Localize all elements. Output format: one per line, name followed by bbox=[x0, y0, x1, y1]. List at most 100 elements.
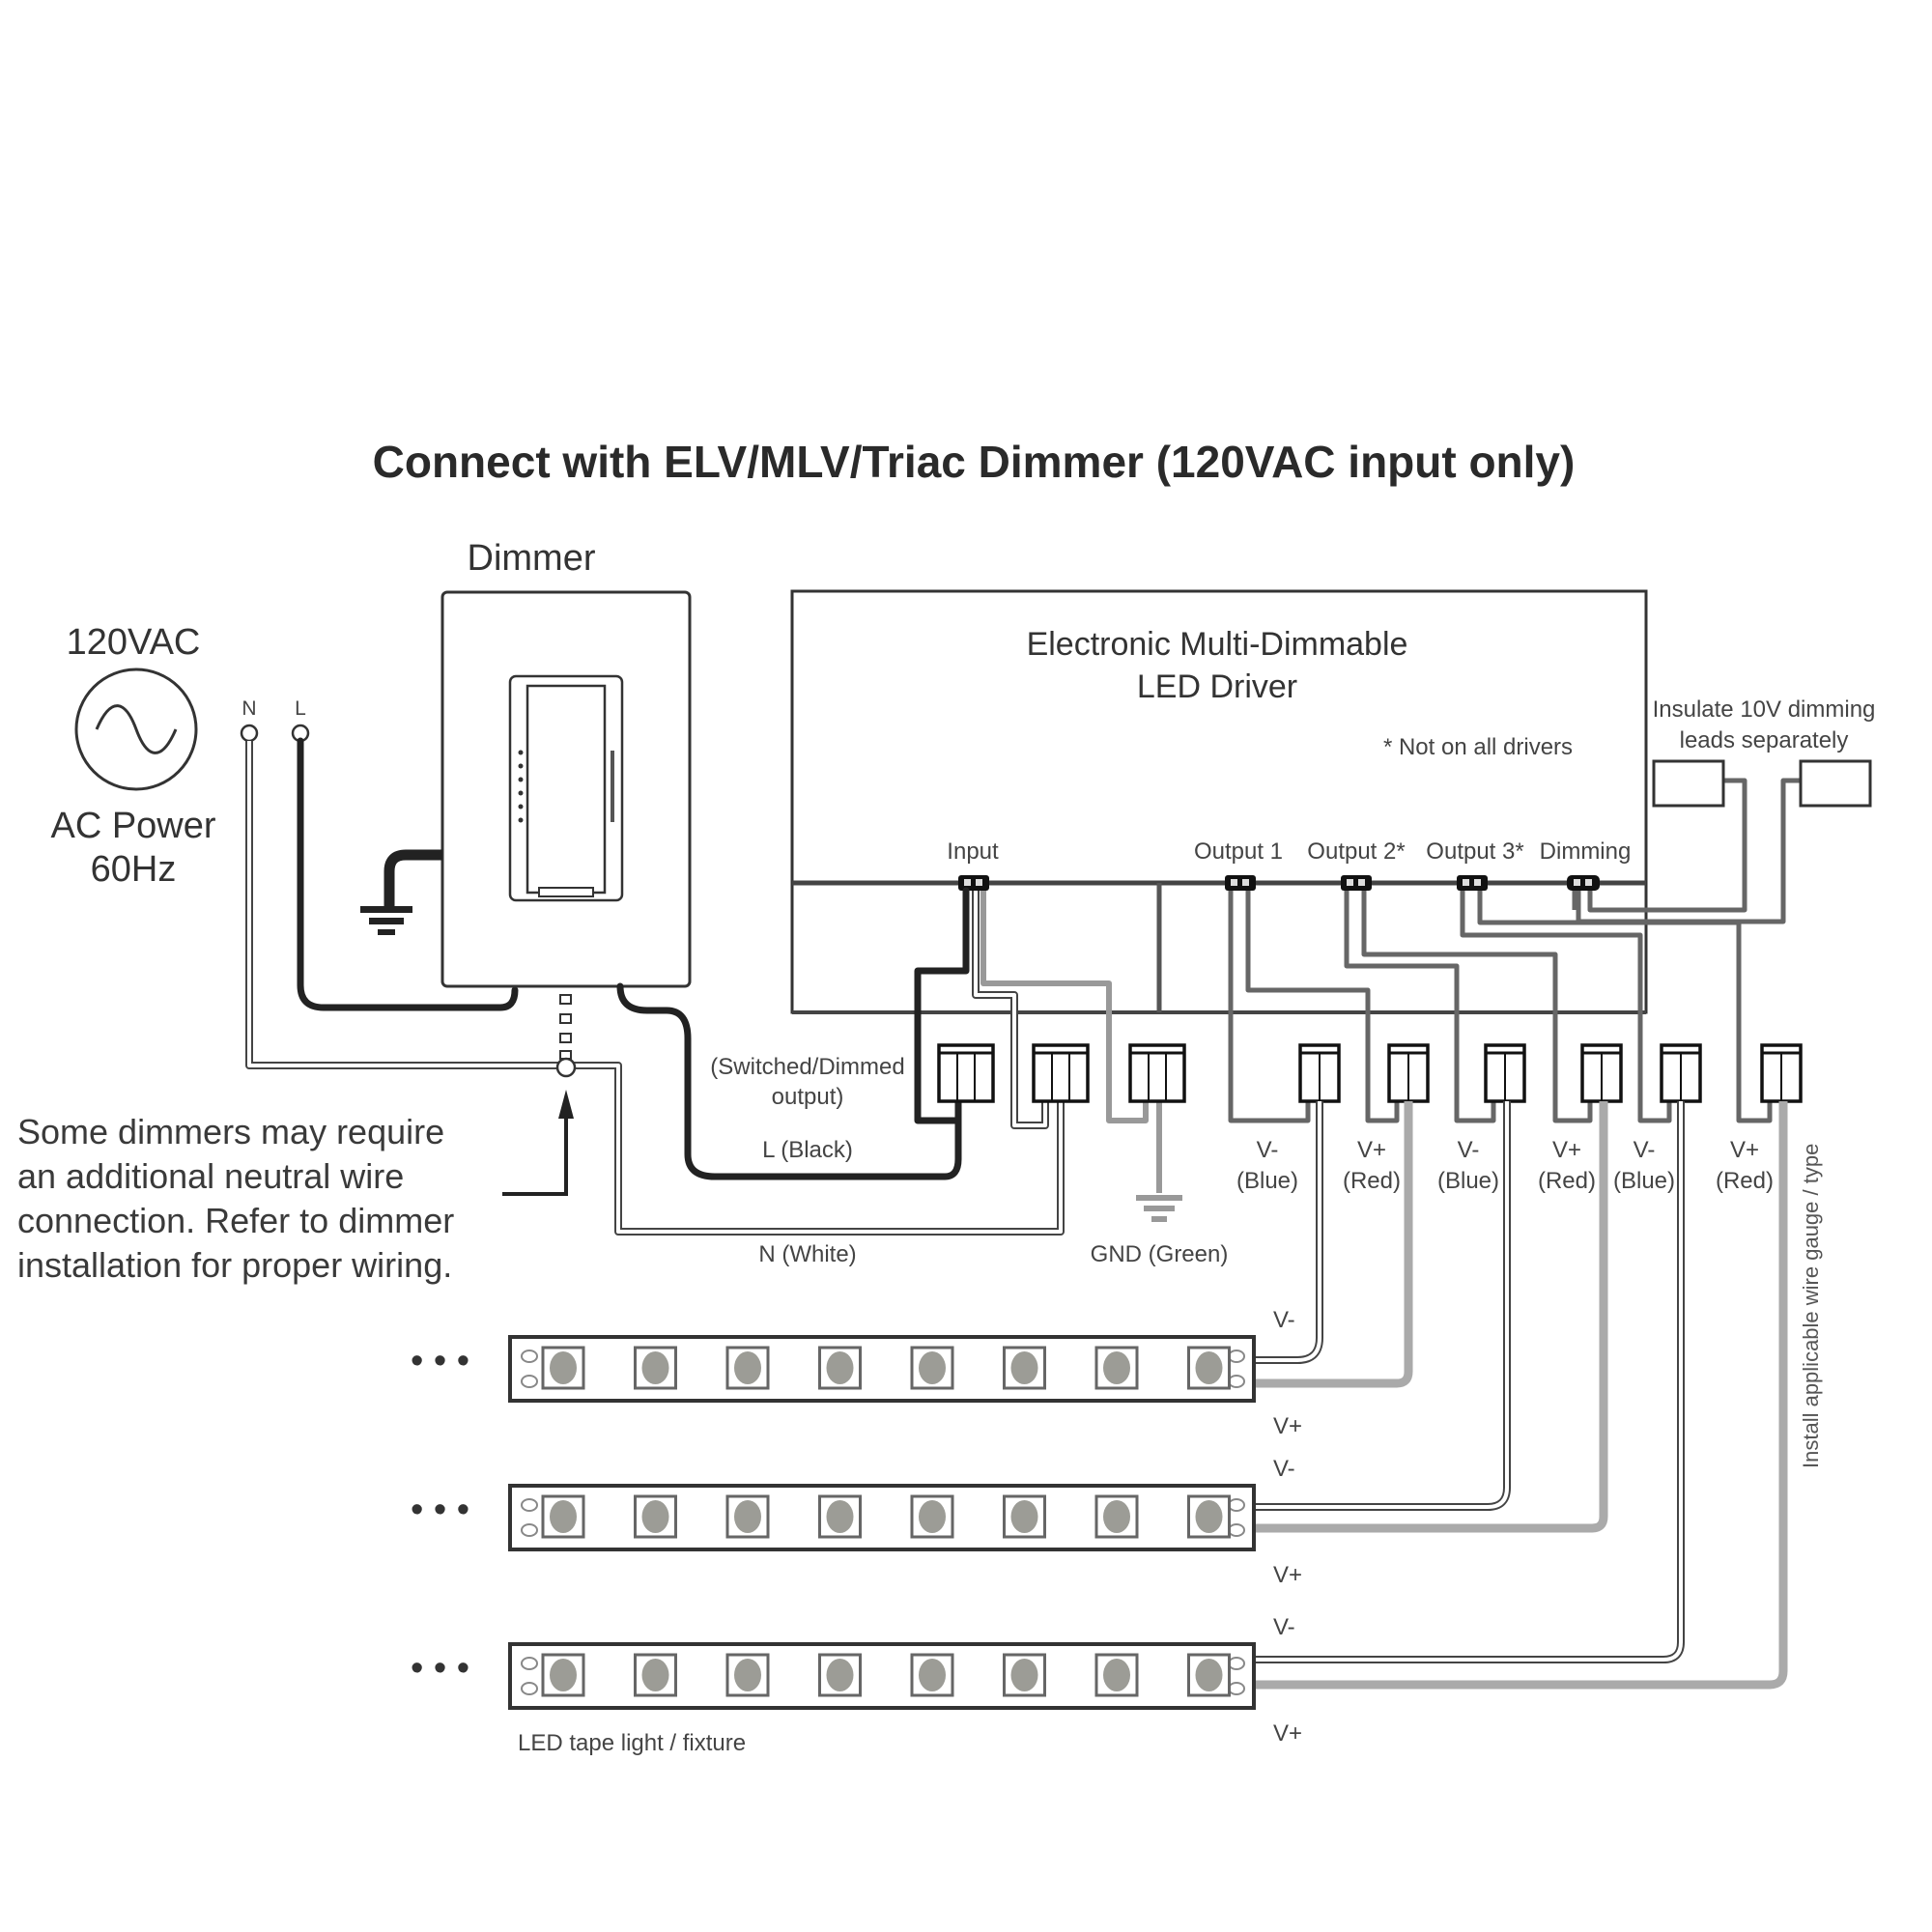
dimmer-rocker-base bbox=[538, 887, 594, 897]
neutral-note-line-1: Some dimmers may require bbox=[17, 1112, 444, 1151]
led-chip bbox=[541, 1653, 585, 1697]
led-chip bbox=[1003, 1346, 1046, 1390]
led-chip bbox=[634, 1346, 677, 1390]
led-chip bbox=[541, 1346, 585, 1390]
solder-pad bbox=[1228, 1498, 1245, 1512]
port-output-2-connector bbox=[1341, 875, 1372, 891]
led-strip: • • •V-V+ bbox=[411, 1307, 1302, 1439]
output-polarity-label: V- bbox=[1257, 1137, 1279, 1163]
line-wire-to-dimmer bbox=[297, 737, 519, 1011]
switched-output-label-1: (Switched/Dimmed bbox=[710, 1054, 904, 1080]
led-strip-caption: LED tape light / fixture bbox=[518, 1730, 746, 1756]
dimming-lead-cap-1 bbox=[1652, 759, 1725, 808]
led-chip bbox=[910, 1653, 954, 1697]
port-label-dimming: Dimming bbox=[1540, 838, 1632, 865]
solder-pad bbox=[521, 1682, 538, 1695]
strip-negative-label: V- bbox=[1273, 1456, 1295, 1482]
led-chip bbox=[910, 1494, 954, 1539]
led-chip bbox=[910, 1346, 954, 1390]
switched-line-wire bbox=[616, 982, 962, 1180]
port-label-output-2: Output 2* bbox=[1307, 838, 1405, 865]
led-chip bbox=[1003, 1653, 1046, 1697]
led-chip bbox=[1187, 1346, 1231, 1390]
output-terminal-block bbox=[1660, 1043, 1702, 1103]
strip-negative-label: V- bbox=[1273, 1614, 1295, 1640]
dimming-note-line-2: leads separately bbox=[1680, 727, 1849, 753]
output-polarity-label: V+ bbox=[1730, 1137, 1759, 1163]
led-chip bbox=[725, 1653, 770, 1697]
port-label-input: Input bbox=[947, 838, 999, 865]
led-chip bbox=[634, 1494, 677, 1539]
neutral-terminal-block bbox=[1032, 1043, 1090, 1103]
solder-pad bbox=[1228, 1657, 1245, 1670]
dimming-leads: Insulate 10V dimming leads separately bbox=[1572, 696, 1876, 924]
solder-pad bbox=[1228, 1350, 1245, 1363]
dimmer: Dimmer bbox=[360, 538, 692, 1078]
led-strip: • • • V- V+ bbox=[411, 1456, 1302, 1588]
strip-3-wires bbox=[1254, 1101, 1788, 1690]
port-output-3-connector bbox=[1457, 875, 1488, 891]
output-color-label: (Red) bbox=[1343, 1168, 1401, 1194]
led-chip bbox=[725, 1346, 770, 1390]
driver-title-line-2: LED Driver bbox=[1137, 668, 1297, 705]
continuation-dots: • • • bbox=[411, 1490, 469, 1530]
output-terminal-blocks bbox=[1298, 1043, 1803, 1103]
neutral-wire bbox=[245, 741, 1065, 1236]
port-label-output-3: Output 3* bbox=[1426, 838, 1523, 865]
ground-green-label: GND (Green) bbox=[1091, 1241, 1229, 1267]
wire-gauge-note: Install applicable wire gauge / type bbox=[1799, 1144, 1823, 1468]
output-terminal-block bbox=[1298, 1043, 1341, 1103]
neutral-terminal bbox=[240, 724, 259, 743]
port-connectors bbox=[958, 875, 1600, 891]
led-strip: • • •V-V+ bbox=[411, 1614, 1302, 1747]
callout-leader-line bbox=[502, 1099, 568, 1196]
port-output-1-connector bbox=[1225, 875, 1256, 891]
port-input-connector bbox=[958, 875, 989, 891]
neutral-callout: Some dimmers may require an additional n… bbox=[17, 1090, 574, 1285]
optional-neutral-connector bbox=[555, 994, 577, 1078]
solder-pad bbox=[1228, 1523, 1245, 1537]
mains-terminals: N L bbox=[240, 697, 310, 743]
dimming-lead-cap-2 bbox=[1799, 759, 1872, 808]
led-driver: Electronic Multi-Dimmable LED Driver * N… bbox=[790, 589, 1648, 1014]
dimming-note-line-1: Insulate 10V dimming bbox=[1653, 696, 1876, 723]
driver-footnote: * Not on all drivers bbox=[1383, 734, 1573, 760]
led-chip bbox=[818, 1346, 862, 1390]
port-label-output-1: Output 1 bbox=[1194, 838, 1283, 865]
led-chip bbox=[725, 1494, 770, 1539]
driver-input-line-lead bbox=[914, 887, 970, 1124]
solder-pad bbox=[521, 1375, 538, 1388]
neutral-note-line-3: connection. Refer to dimmer bbox=[17, 1201, 454, 1240]
output-terminal-block bbox=[1387, 1043, 1430, 1103]
led-strips: • • •V-V+• • •V-V+• • •V-V+ bbox=[411, 1307, 1302, 1747]
dimmer-label: Dimmer bbox=[468, 538, 596, 579]
power-type-label: AC Power bbox=[50, 806, 215, 846]
led-chip bbox=[818, 1653, 862, 1697]
driver-input-ground-lead bbox=[980, 891, 1149, 1123]
neutral-white-label: N (White) bbox=[758, 1241, 856, 1267]
callout-arrow-icon bbox=[558, 1090, 574, 1119]
strip-body bbox=[508, 1335, 1256, 1403]
diagram-title: Connect with ELV/MLV/Triac Dimmer (120VA… bbox=[373, 437, 1576, 487]
led-chip bbox=[1187, 1494, 1231, 1539]
output-color-label: (Red) bbox=[1538, 1168, 1596, 1194]
led-chip bbox=[1187, 1653, 1231, 1697]
led-chip bbox=[541, 1494, 585, 1539]
output-color-label: (Blue) bbox=[1236, 1168, 1298, 1194]
continuation-dots: • • • bbox=[411, 1341, 469, 1381]
gnd-ground-icon bbox=[1136, 1195, 1182, 1222]
line-terminal-label: L bbox=[295, 697, 306, 720]
output-polarity-label: V- bbox=[1634, 1137, 1656, 1163]
ac-sine-wave-icon bbox=[95, 704, 178, 754]
strip-negative-label: V- bbox=[1273, 1307, 1295, 1333]
output-terminal-block bbox=[1580, 1043, 1623, 1103]
led-chip bbox=[634, 1653, 677, 1697]
strip-positive-label: V+ bbox=[1273, 1562, 1302, 1588]
ac-source-circle bbox=[74, 668, 198, 791]
dimmer-slider bbox=[611, 751, 614, 822]
voltage-label: 120VAC bbox=[67, 622, 201, 663]
output-color-label: (Blue) bbox=[1437, 1168, 1499, 1194]
input-terminal-blocks bbox=[937, 1043, 1186, 1103]
ground-terminal-block bbox=[1128, 1043, 1186, 1103]
